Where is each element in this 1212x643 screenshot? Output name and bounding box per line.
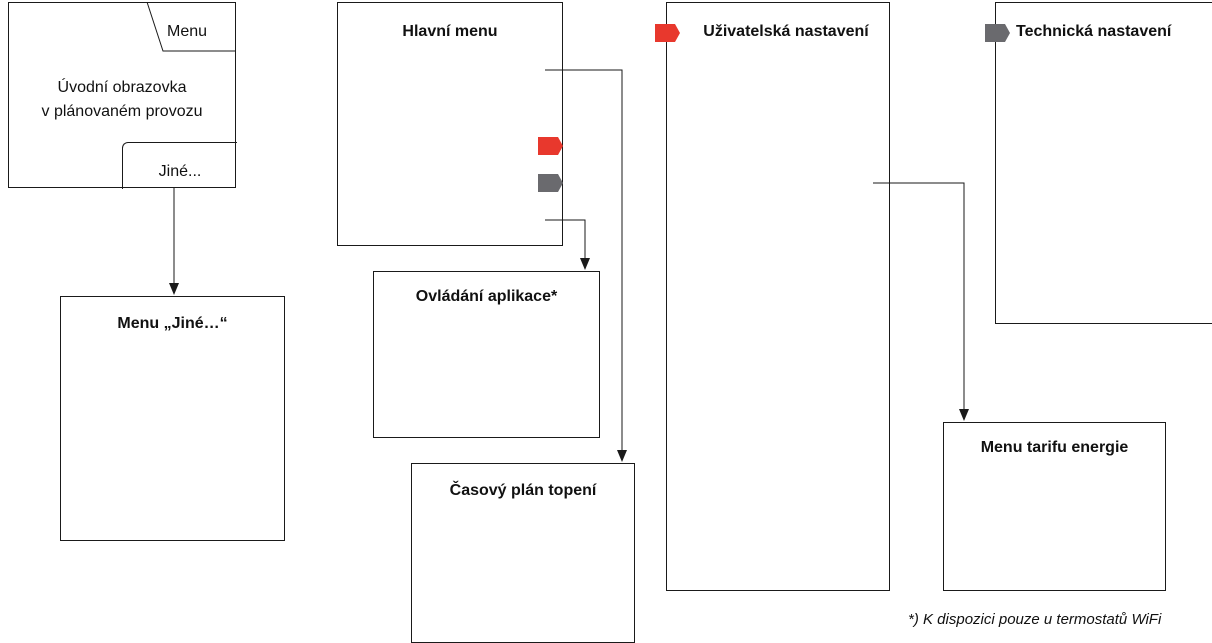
other-button[interactable]: Jiné... (122, 142, 237, 189)
heating-schedule-title: Časový plán topení (449, 482, 597, 499)
red-arrow-tag-icon[interactable] (538, 137, 564, 155)
user-settings-title: Uživatelská nastavení (703, 23, 869, 40)
technical-settings-title: Technická nastavení (1016, 23, 1172, 40)
app-control-box: Ovládání aplikace* (373, 271, 600, 438)
start-screen-text-line2: v plánovaném provozu (41, 103, 203, 120)
energy-tariff-box: Menu tarifu energie (943, 422, 1166, 591)
heating-schedule-box: Časový plán topení (411, 463, 635, 643)
technical-settings-box: Technická nastavení (995, 2, 1212, 324)
main-menu-title: Hlavní menu (402, 23, 498, 40)
arrowhead-other-menu (169, 283, 179, 295)
gray-arrow-tag-icon[interactable] (538, 174, 564, 192)
menu-tab[interactable]: Menu (167, 23, 208, 40)
main-menu-box: Hlavní menu (337, 2, 563, 246)
energy-tariff-title: Menu tarifu energie (980, 439, 1129, 456)
other-menu-title: Menu „Jiné…“ (117, 315, 228, 332)
arrowhead-app-control (580, 258, 590, 270)
technical-settings-gray-tag-icon (985, 24, 1010, 42)
user-settings-box: Uživatelská nastavení (666, 2, 890, 591)
arrowhead-energy-tariff (959, 409, 969, 421)
arrowhead-heating-schedule (617, 450, 627, 462)
app-control-title: Ovládání aplikace* (415, 288, 558, 305)
start-screen-text-line1: Úvodní obrazovka (57, 79, 187, 96)
footnote: *) K dispozici pouze u termostatů WiFi (908, 611, 1162, 628)
other-menu-box: Menu „Jiné…“ (60, 296, 285, 541)
user-settings-red-tag-icon (655, 24, 680, 42)
other-button-label: Jiné... (158, 163, 202, 180)
start-screen: Menu Úvodní obrazovka v plánovaném provo… (8, 2, 237, 189)
menu-tab-outline (146, 2, 236, 52)
